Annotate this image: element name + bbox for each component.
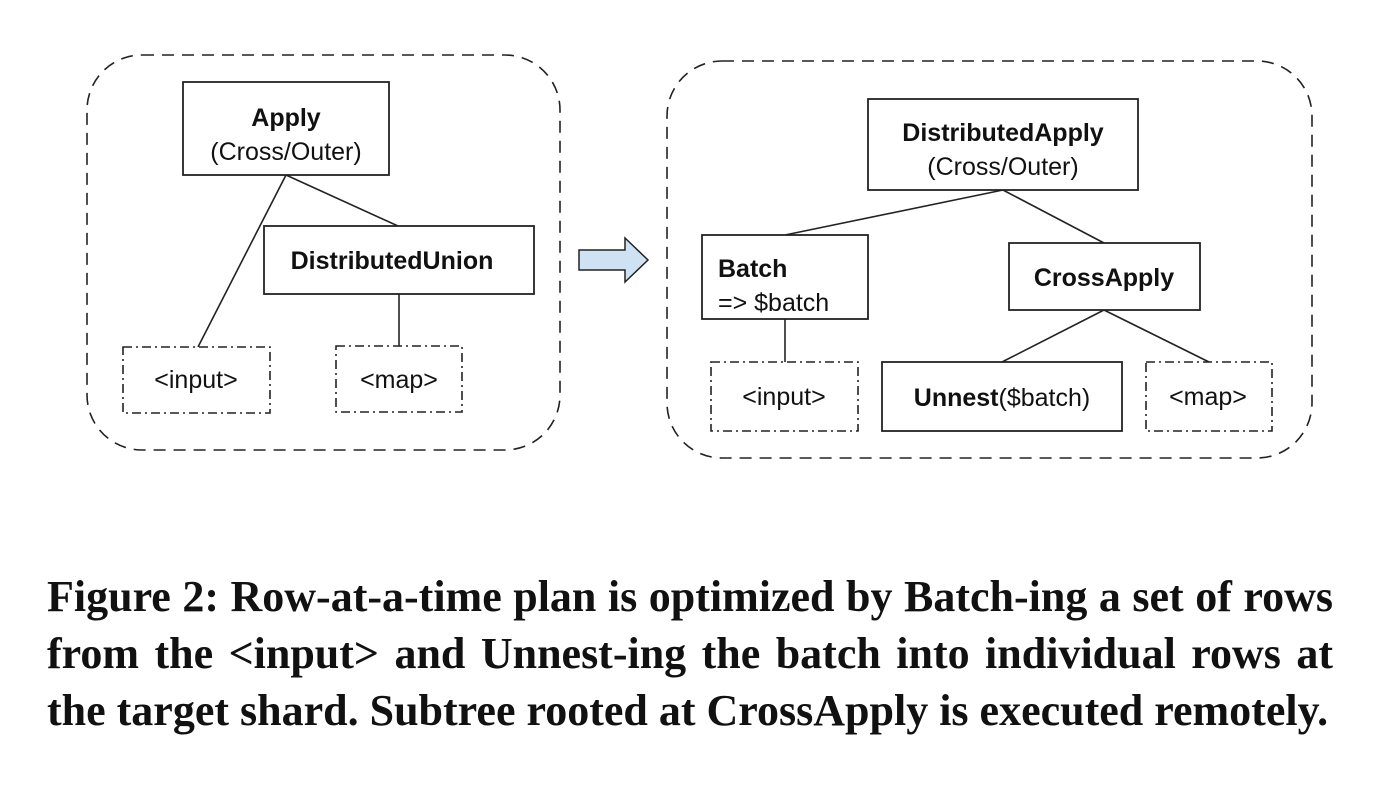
apply-node-title: Apply (251, 104, 321, 132)
batch-node-title: Batch (718, 255, 787, 283)
apply-node-subtitle: (Cross/Outer) (210, 138, 361, 166)
edge-apply-distributed-union (285, 174, 399, 227)
edge-cross-apply-unnest (1001, 309, 1105, 363)
edge-cross-apply-map (1103, 309, 1210, 363)
edge-distributed-apply-batch (784, 189, 1004, 236)
transform-arrow-icon (578, 236, 650, 284)
distributed-apply-node-title: DistributedApply (902, 119, 1103, 147)
left-map-label: <map> (360, 366, 438, 394)
distributed-union-node: DistributedUnion (263, 225, 535, 295)
unnest-node-suffix: ($batch) (999, 384, 1091, 412)
right-input-node: <input> (710, 361, 859, 432)
apply-node: Apply (Cross/Outer) (182, 81, 390, 176)
edge-distributed-apply-cross-apply (1002, 189, 1105, 244)
unnest-node-label: Unnest($batch) (914, 384, 1090, 412)
right-plan-container (666, 60, 1313, 459)
unnest-node: Unnest($batch) (881, 361, 1123, 432)
unnest-node-title: Unnest (914, 384, 999, 412)
left-plan-container (86, 54, 561, 451)
batch-node: Batch => $batch (701, 234, 869, 320)
distributed-union-node-title: DistributedUnion (291, 247, 494, 275)
distributed-apply-node: DistributedApply (Cross/Outer) (867, 98, 1139, 191)
edge-apply-input (197, 174, 287, 348)
distributed-apply-node-subtitle: (Cross/Outer) (927, 153, 1078, 181)
left-map-node: <map> (335, 345, 463, 413)
cross-apply-node-title: CrossApply (1034, 264, 1174, 292)
right-input-label: <input> (742, 383, 825, 411)
figure-caption: Figure 2: Row-at-a-time plan is optimize… (47, 572, 1333, 735)
left-input-node: <input> (122, 346, 271, 414)
right-map-node: <map> (1145, 361, 1273, 432)
left-input-label: <input> (154, 366, 237, 394)
right-map-label: <map> (1169, 383, 1247, 411)
batch-node-subtitle: => $batch (718, 289, 829, 317)
query-plan-diagram: Apply (Cross/Outer) DistributedUnion <in… (86, 54, 1313, 459)
cross-apply-node: CrossApply (1008, 242, 1201, 311)
